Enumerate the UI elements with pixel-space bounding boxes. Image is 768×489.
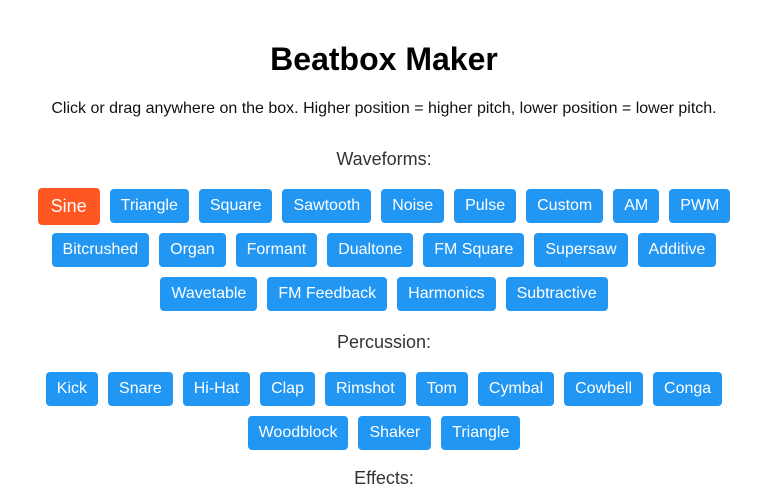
- waveforms-row-2: Bitcrushed Organ Formant Dualtone FM Squ…: [0, 233, 768, 267]
- percussion-button-shaker[interactable]: Shaker: [358, 416, 432, 450]
- waveform-button-organ[interactable]: Organ: [159, 233, 226, 267]
- waveform-button-dualtone[interactable]: Dualtone: [327, 233, 414, 267]
- waveform-button-additive[interactable]: Additive: [637, 233, 717, 267]
- percussion-button-cymbal[interactable]: Cymbal: [477, 372, 555, 406]
- waveform-button-bitcrushed[interactable]: Bitcrushed: [51, 233, 150, 267]
- waveform-button-subtractive[interactable]: Subtractive: [505, 277, 608, 311]
- percussion-button-rimshot[interactable]: Rimshot: [324, 372, 406, 406]
- waveform-button-square[interactable]: Square: [198, 189, 273, 223]
- waveforms-row-3: Wavetable FM Feedback Harmonics Subtract…: [0, 277, 768, 311]
- percussion-button-woodblock[interactable]: Woodblock: [247, 416, 349, 450]
- waveform-button-sine[interactable]: Sine: [37, 188, 100, 225]
- percussion-row-2: Woodblock Shaker Triangle: [0, 416, 768, 450]
- instructions-text: Click or drag anywhere on the box. Highe…: [51, 100, 717, 117]
- waveform-button-am[interactable]: AM: [613, 189, 660, 223]
- waveform-button-pulse[interactable]: Pulse: [454, 189, 517, 223]
- percussion-button-conga[interactable]: Conga: [653, 372, 723, 406]
- waveform-button-wavetable[interactable]: Wavetable: [160, 277, 258, 311]
- page-title: Beatbox Maker: [270, 41, 498, 77]
- percussion-button-cowbell[interactable]: Cowbell: [564, 372, 644, 406]
- percussion-button-hi-hat[interactable]: Hi-Hat: [182, 372, 251, 406]
- waveform-button-fm-square[interactable]: FM Square: [423, 233, 525, 267]
- effects-heading: Effects:: [354, 468, 414, 488]
- percussion-heading: Percussion:: [336, 332, 432, 352]
- waveform-button-sawtooth[interactable]: Sawtooth: [282, 189, 372, 223]
- waveform-button-pwm[interactable]: PWM: [669, 189, 731, 223]
- waveform-button-harmonics[interactable]: Harmonics: [397, 277, 496, 311]
- waveform-button-triangle[interactable]: Triangle: [109, 189, 189, 223]
- waveforms-row-1: Sine Triangle Square Sawtooth Noise Puls…: [0, 188, 768, 225]
- waveform-button-custom[interactable]: Custom: [526, 189, 604, 223]
- waveform-button-supersaw[interactable]: Supersaw: [534, 233, 628, 267]
- waveform-button-noise[interactable]: Noise: [381, 189, 445, 223]
- percussion-button-kick[interactable]: Kick: [45, 372, 99, 406]
- waveform-button-formant[interactable]: Formant: [235, 233, 318, 267]
- waveform-button-fm-feedback[interactable]: FM Feedback: [267, 277, 388, 311]
- percussion-row-1: Kick Snare Hi-Hat Clap Rimshot Tom Cymba…: [0, 372, 768, 406]
- percussion-button-tom[interactable]: Tom: [415, 372, 468, 406]
- percussion-button-triangle[interactable]: Triangle: [441, 416, 521, 450]
- percussion-button-clap[interactable]: Clap: [260, 372, 315, 406]
- waveforms-heading: Waveforms:: [336, 149, 432, 169]
- percussion-button-snare[interactable]: Snare: [108, 372, 173, 406]
